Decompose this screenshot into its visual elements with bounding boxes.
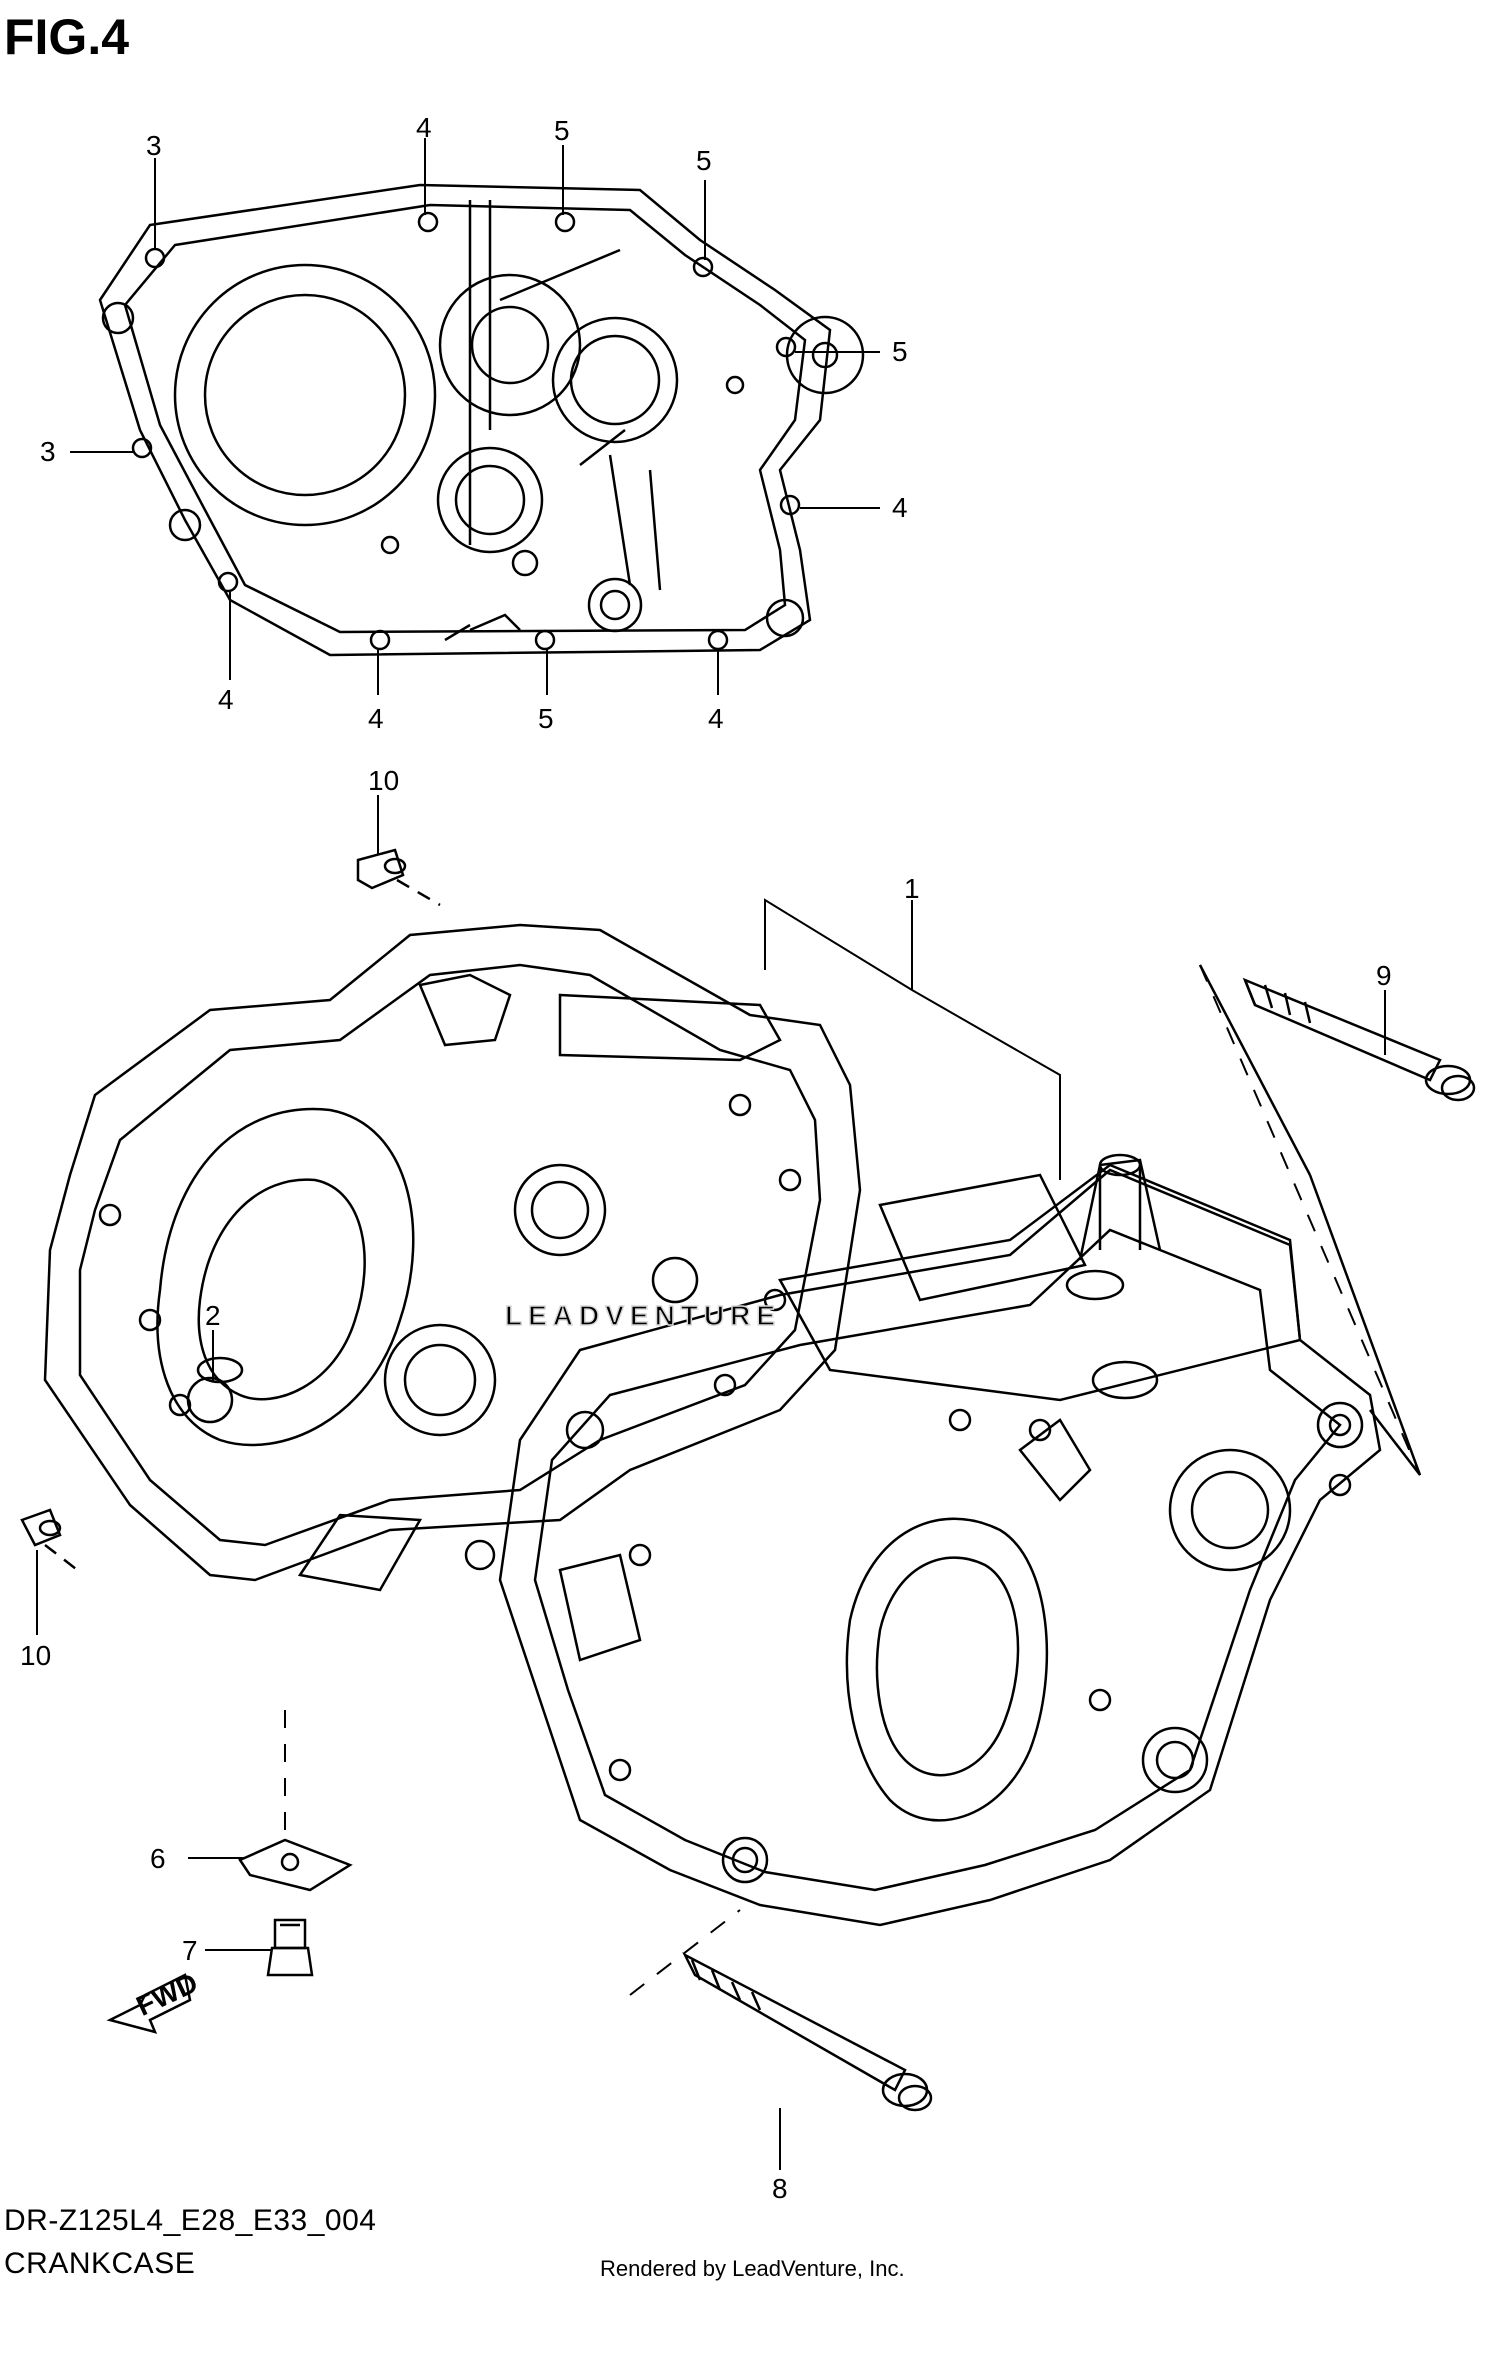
deck-surface: [778, 1163, 1302, 1402]
crankcase-right-half: [498, 1153, 1382, 1927]
callout-4-lower-mid: 4: [368, 703, 384, 734]
gasket-inner-outline: [123, 203, 807, 634]
bolt-hole-2: [131, 437, 153, 459]
callout-10-top: 10: [368, 765, 399, 796]
bolt-hole-1: [144, 247, 166, 269]
bearing-boss-2: [551, 316, 679, 444]
deck-hole: [1091, 1360, 1159, 1400]
clip-6: [238, 1838, 353, 1892]
bolt-8-dashed: [629, 1909, 741, 1996]
bearing-boss-4: [587, 577, 643, 633]
fwd-label: FWD: [132, 1967, 203, 2022]
oil-passage: [878, 1173, 1087, 1302]
callout-3-left: 3: [40, 436, 56, 467]
bolt-hole-4: [417, 211, 439, 233]
right-bearing-boss: [1168, 1448, 1292, 1572]
bearing-boss-1-inner: [470, 305, 550, 385]
bolt-8: [682, 1952, 933, 2112]
bearing-boss-2-inner: [569, 334, 661, 426]
callout-10-lower: 10: [20, 1640, 51, 1671]
exploded-callout-numbers: 10 1 9 2 10 6 7 8: [20, 765, 1392, 2204]
bolt-hole-6: [692, 256, 714, 278]
crankcase-gasket-view: [98, 183, 865, 657]
left-bearing-boss: [383, 1323, 497, 1437]
nut-10-upper: [356, 848, 441, 907]
screw-7: [266, 1918, 314, 1977]
bolt-hole-8: [779, 494, 801, 516]
callout-5-upper: 5: [554, 115, 570, 146]
render-credit: Rendered by LeadVenture, Inc.: [600, 2256, 905, 2281]
crankcase-left-half: [43, 923, 862, 1592]
bolt-hole-13: [725, 375, 745, 395]
dowel-boss-4: [511, 549, 539, 577]
left-crank-bore: [156, 1107, 415, 1447]
callout-5-lower: 5: [538, 703, 554, 734]
stud-9-dashed: [1199, 964, 1421, 1476]
bearing-boss-5-inner: [811, 341, 839, 369]
exploded-callout-leaders: [36, 795, 1386, 2170]
gasket-outline: [98, 183, 832, 657]
callout-4-right: 4: [892, 492, 908, 523]
bearing-boss-3: [436, 446, 544, 554]
bolt-hole-12: [380, 535, 400, 555]
bearing-boss-4-inner: [599, 589, 631, 621]
model-code: DR-Z125L4_E28_E33_004: [4, 2204, 377, 2237]
crank-bore-outer: [173, 263, 437, 527]
callout-4-lower-left: 4: [218, 684, 234, 715]
bearing-boss-1: [438, 273, 582, 417]
bolt-hole-11: [707, 629, 729, 651]
gasket-callout-leaders: [70, 138, 880, 695]
callout-8: 8: [772, 2173, 788, 2204]
watermark: LEADVENTURE: [505, 1300, 781, 1331]
callout-6: 6: [150, 1843, 166, 1874]
callout-1: 1: [904, 873, 920, 904]
callout-4-upper: 4: [416, 112, 432, 143]
bolt-hole-9: [369, 629, 391, 651]
callout-4-lower-right: 4: [708, 703, 724, 734]
callout-3-upper: 3: [146, 130, 162, 161]
stud-bolt-9: [1198, 964, 1476, 1476]
dowel-boss-3: [765, 598, 805, 638]
bolt-hole-3: [217, 571, 239, 593]
bolt-hole-7: [775, 336, 797, 358]
figure-title: FIG.4: [4, 9, 130, 65]
bearing-boss-3-inner: [454, 464, 526, 536]
fwd-arrow: [106, 1973, 192, 2034]
gasket-callout-numbers: 3 4 5 5 5 3 4 4 4 5 4: [40, 112, 908, 734]
dowel-boss-2: [168, 508, 202, 542]
bolt-hole-5: [554, 211, 576, 233]
callout-2: 2: [205, 1300, 221, 1331]
left-dowel-pin: [186, 1376, 234, 1424]
crank-bore-inner: [203, 293, 407, 497]
callout-5-right-upper: 5: [696, 145, 712, 176]
section-name: CRANKCASE: [4, 2247, 196, 2280]
nut-10-lower: [20, 1508, 81, 1573]
dowel-boss-1: [101, 301, 135, 335]
deck-hole-2: [1065, 1269, 1125, 1301]
callout-7: 7: [182, 1935, 198, 1966]
callout-9: 9: [1376, 960, 1392, 991]
bolt-hole-10: [534, 629, 556, 651]
callout-5-right: 5: [892, 336, 908, 367]
right-crank-bore: [845, 1517, 1049, 1822]
